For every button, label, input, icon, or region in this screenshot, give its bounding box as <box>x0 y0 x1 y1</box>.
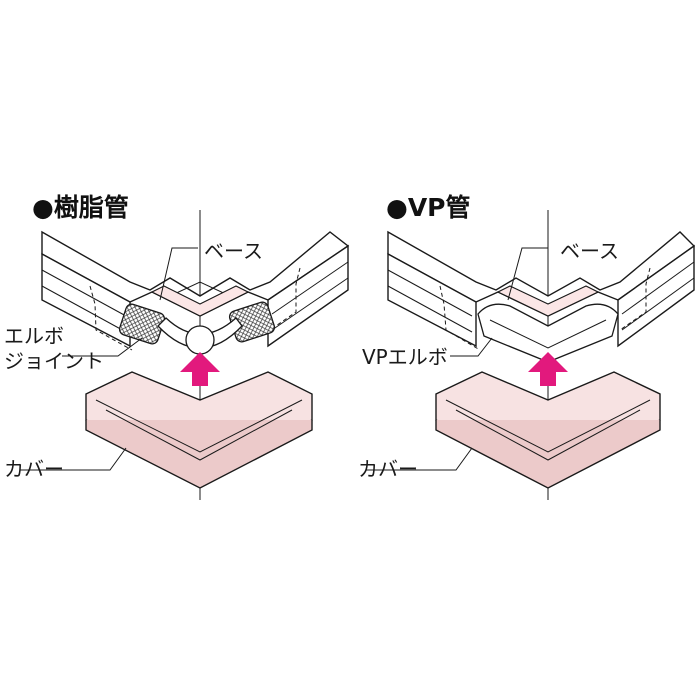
right-duct-base <box>387 230 696 351</box>
left-panel-title: ●樹脂管 <box>32 193 129 222</box>
left-duct-base <box>41 230 350 351</box>
left-cover <box>85 371 313 489</box>
label-elbow-joint-line1: エルボ <box>4 324 64 348</box>
right-panel-title: ●VP管 <box>386 193 471 222</box>
right-panel: ●VP管 ベース <box>358 193 696 500</box>
label-elbow-joint-line2: ジョイント <box>4 349 104 373</box>
right-base-plate <box>496 285 600 317</box>
label-base: ベース <box>204 239 263 263</box>
label-cover: カバー <box>358 457 418 481</box>
left-panel: ●樹脂管 <box>4 193 350 500</box>
leader-lines <box>366 247 548 471</box>
label-cover: カバー <box>4 457 64 481</box>
leader-lines <box>20 247 198 471</box>
up-arrow-icon <box>180 352 220 386</box>
label-base: ベース <box>560 239 619 263</box>
up-arrow-icon <box>528 352 568 386</box>
left-base-plate <box>150 285 250 317</box>
right-cover <box>435 371 661 489</box>
elbow-joint <box>118 301 276 355</box>
label-vp-elbow: VPエルボ <box>362 345 448 369</box>
vp-elbow <box>477 303 619 363</box>
